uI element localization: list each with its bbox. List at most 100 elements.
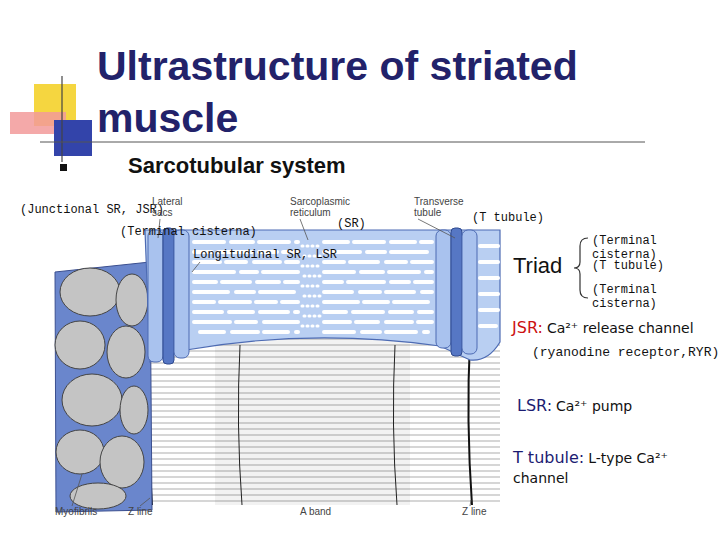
lsr-gap: [480, 260, 498, 264]
text-group: (T tubule): [592, 259, 702, 273]
myofibril-section: [56, 430, 104, 474]
fenestration: [302, 305, 322, 308]
triad-part: (Terminal cisterna): [592, 234, 657, 262]
lsr-gap: [194, 310, 298, 314]
lsr-gap: [194, 280, 298, 284]
lsr-gap: [480, 308, 498, 312]
note-key: JSR:: [512, 318, 543, 337]
band-line: [238, 345, 242, 505]
annotation: (Junctional SR, JSR): [20, 203, 164, 217]
lsr-gap: [324, 250, 432, 254]
annotation: (T tubule): [472, 211, 544, 225]
myofibril-section: [60, 268, 120, 316]
lsr-gap: [324, 310, 432, 314]
myofibril-section: [120, 386, 148, 434]
text-group: A band: [300, 506, 350, 517]
annotation: Longitudinal SR, LSR: [193, 248, 337, 262]
lsr-gap: [194, 320, 298, 324]
text-group: Longitudinal SR, LSR: [193, 248, 363, 262]
fenestration: [302, 265, 322, 268]
part-name: Transverse tubule: [414, 196, 464, 218]
myofibril-section: [70, 483, 126, 509]
annotation: (Terminal cisterna): [120, 225, 257, 239]
part-name: Sarcoplasmic reticulum: [290, 196, 350, 218]
lsr-gap: [324, 280, 432, 284]
text-group: Transverse tubule: [414, 196, 476, 218]
sr-sheet: [145, 230, 500, 362]
band-line: [393, 345, 397, 505]
part-name: Myofibrils: [55, 506, 97, 517]
text-group: (SR): [337, 217, 387, 231]
lsr-gap: [324, 300, 432, 304]
annotation: (SR): [337, 217, 366, 231]
myofibril-section: [55, 321, 105, 369]
lsr-gap: [194, 300, 298, 304]
myofibril-section: [100, 436, 144, 488]
myofibril-section: [116, 274, 148, 326]
text-group: (Terminal cisterna): [592, 234, 720, 262]
part-name: Z line: [128, 506, 152, 517]
text-group: Lateral sacs: [152, 196, 192, 218]
note-key: LSR:: [517, 396, 552, 415]
lateral-sac: [148, 230, 163, 362]
deco-rule: [61, 76, 62, 162]
triad-part: (Terminal cisterna): [592, 283, 657, 311]
lsr-gap: [200, 330, 298, 334]
leader-line: [470, 500, 471, 506]
part-name: Lateral sacs: [152, 196, 183, 218]
fenestration: [302, 245, 322, 248]
lsr-gap: [324, 240, 432, 244]
myofibril-striations: [150, 330, 500, 505]
leader-line: [300, 219, 308, 240]
text-group: Z line: [462, 506, 502, 517]
note-key: T tubule:: [513, 448, 584, 467]
lateral-sac: [462, 230, 477, 354]
lsr-gap: [194, 270, 298, 274]
fenestration: [304, 295, 322, 298]
myofibril-section: [107, 326, 145, 378]
fenestration: [302, 325, 322, 328]
text-group: JSR:Ca²⁺ release channel: [512, 318, 720, 338]
lateral-sac: [174, 230, 189, 358]
leader-line: [192, 262, 200, 272]
lateral-sac: [436, 230, 451, 348]
text-group: (Terminal cisterna): [592, 283, 720, 311]
bullet-text: Sarcotubular system: [128, 153, 346, 178]
lsr-gap: [194, 240, 298, 244]
fenestration: [304, 315, 322, 318]
lsr-gap: [480, 324, 496, 328]
text-group: T tubule:L-type Ca²⁺ channel: [513, 448, 698, 488]
lsr-gap: [324, 320, 432, 324]
slide-title: Ultrastructure of striated muscle: [97, 40, 697, 144]
leader-line: [72, 474, 82, 506]
text-group: (Terminal cisterna): [120, 225, 290, 239]
lsr-gap: [480, 292, 498, 296]
leader-lines: [72, 219, 471, 506]
leader-line: [140, 498, 150, 506]
note-text: (ryanodine receptor,RYR): [532, 345, 719, 360]
text-group: Sarcoplasmic reticulum: [290, 196, 370, 218]
note-text: Ca²⁺ release channel: [547, 320, 694, 336]
lsr-gap: [324, 290, 432, 294]
text-group: Myofibrils: [55, 506, 115, 517]
t-tubule: [163, 228, 174, 364]
lsr-gap: [324, 270, 432, 274]
lsr-gap: [480, 244, 498, 248]
deco-square: [54, 120, 92, 156]
fenestration: [302, 285, 322, 288]
part-name: A band: [300, 506, 331, 517]
text-group: Z line: [128, 506, 168, 517]
lsr-gap: [324, 330, 428, 334]
lsr-gap: [480, 276, 498, 280]
z-line: [468, 340, 472, 505]
text-group: Triad: [513, 253, 583, 279]
triad-part: (T tubule): [592, 259, 664, 273]
text-group: Sarcotubular system: [128, 153, 448, 179]
lsr-gap: [194, 290, 298, 294]
leader-line: [418, 219, 455, 238]
fenestration: [304, 275, 322, 278]
bullet: [60, 164, 67, 171]
lsr-gap: [324, 260, 432, 264]
myofibril-section: [62, 374, 122, 426]
